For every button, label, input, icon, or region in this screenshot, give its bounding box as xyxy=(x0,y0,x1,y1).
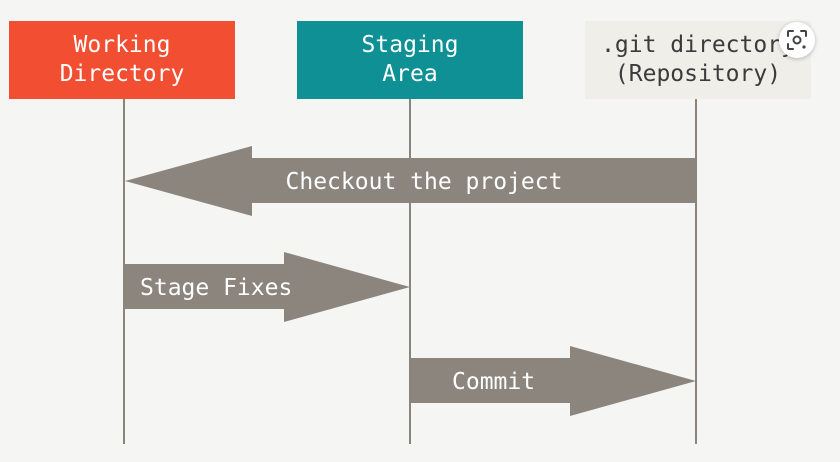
visual-search-icon xyxy=(787,30,807,50)
working-directory-label-line2: Directory xyxy=(59,61,185,87)
stage-fixes-arrow-label: Stage Fixes xyxy=(140,275,292,301)
checkout-arrow-label: Checkout the project xyxy=(286,169,563,195)
repository-lifeline xyxy=(695,99,697,444)
working-directory-label-line1: Working xyxy=(73,32,171,58)
staging-area-box: Staging Area xyxy=(297,21,523,99)
working-directory-box: Working Directory xyxy=(9,21,235,99)
stage-fixes-arrow: Stage Fixes xyxy=(124,252,410,322)
checkout-arrow: Checkout the project xyxy=(125,146,696,216)
commit-arrow: Commit xyxy=(410,346,696,416)
staging-area-lifeline xyxy=(409,99,411,444)
repository-box: .git directory (Repository) xyxy=(585,21,811,99)
stage-fixes-arrow-shape xyxy=(124,252,410,322)
commit-arrow-label: Commit xyxy=(452,369,535,395)
checkout-arrow-shape xyxy=(125,146,696,216)
staging-area-label-line2: Area xyxy=(382,61,438,87)
commit-arrow-shape xyxy=(410,346,696,416)
repository-label-line2: (Repository) xyxy=(614,61,782,87)
repository-label-line1: .git directory xyxy=(601,32,795,58)
staging-area-label-line1: Staging xyxy=(361,32,459,58)
visual-search-button[interactable] xyxy=(779,22,815,58)
